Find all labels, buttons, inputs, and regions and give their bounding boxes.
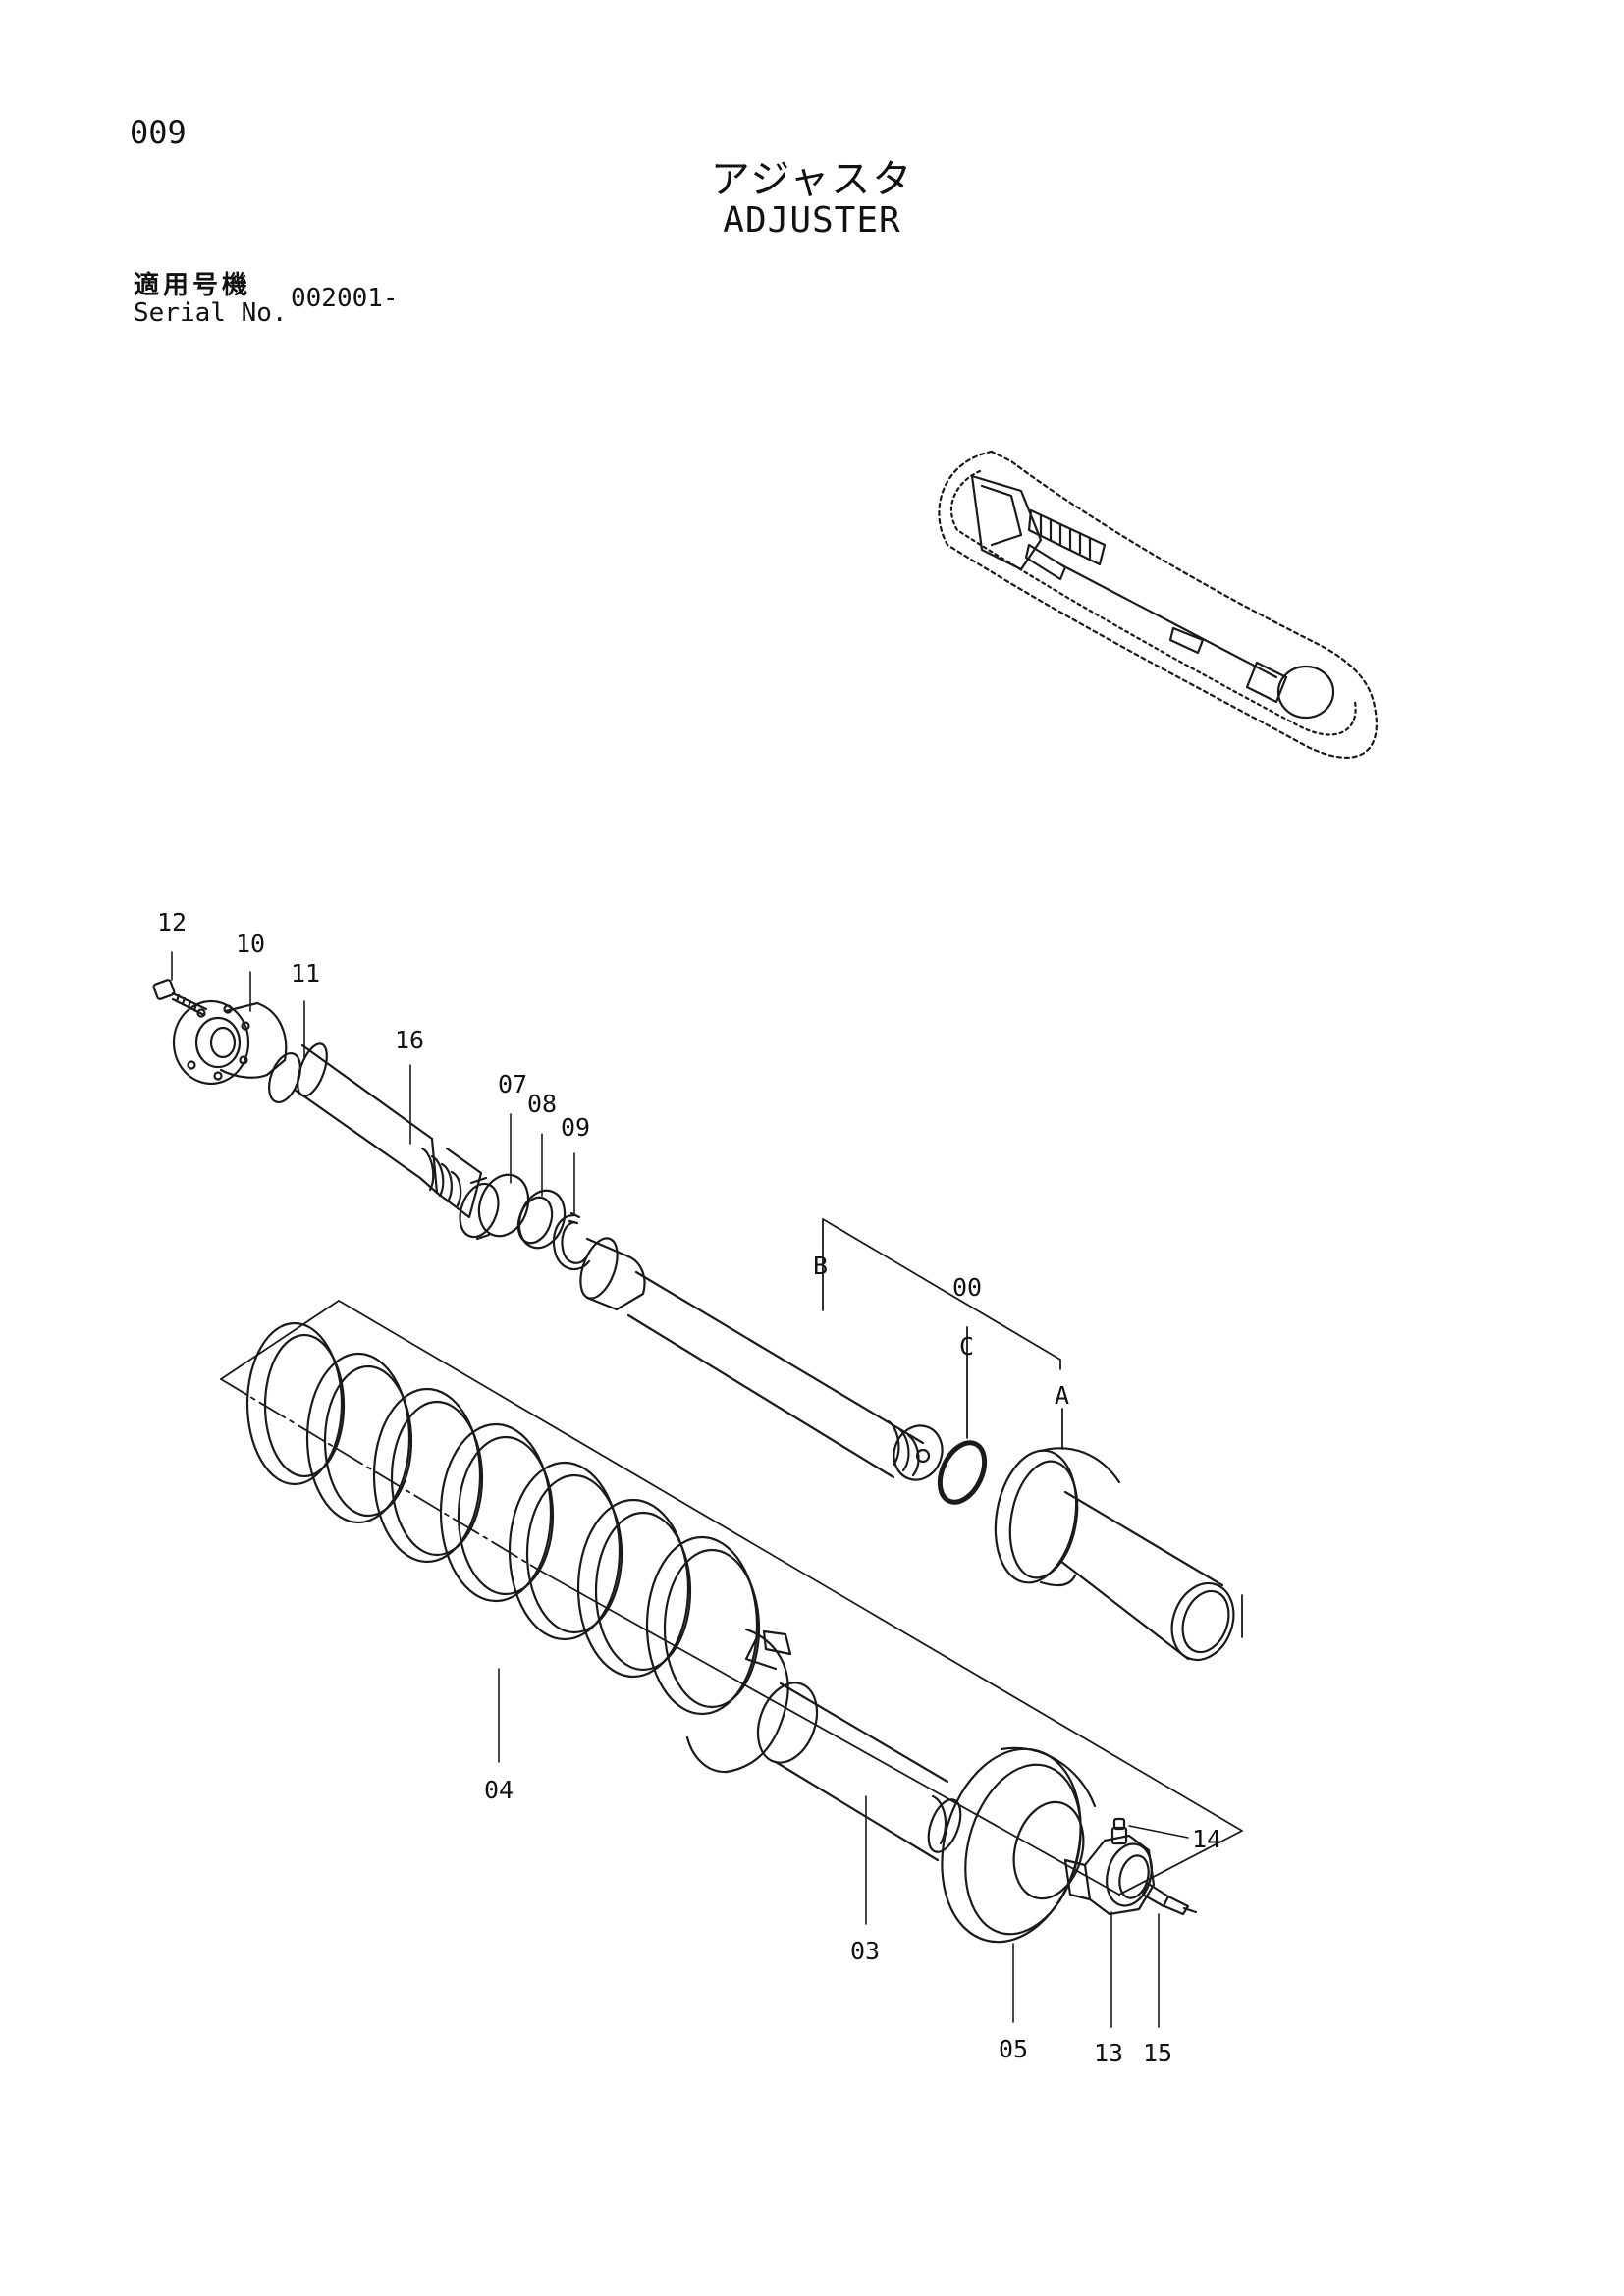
callout-12: 12 (157, 908, 187, 936)
serial-label-english: Serial No. (134, 298, 288, 328)
cover-plate-10 (172, 999, 288, 1086)
ring-08 (516, 1189, 567, 1250)
serial-number-value: 002001- (291, 284, 399, 313)
callout-03: 03 (850, 1937, 880, 1965)
cylinder-A (994, 1447, 1235, 1662)
bolt-12 (152, 979, 208, 1017)
ring-07 (459, 1173, 530, 1241)
callout-08: 08 (527, 1090, 557, 1118)
callout-B: B (813, 1252, 828, 1280)
callout-C: C (959, 1332, 974, 1361)
callout-14: 14 (1192, 1825, 1221, 1853)
callout-09: 09 (561, 1113, 590, 1142)
assembly-guide-lines (220, 1218, 1243, 1896)
track-frame-inset (938, 450, 1378, 759)
page-number: 009 (130, 114, 187, 151)
callout-10: 10 (236, 930, 265, 958)
valve-15 (1141, 1881, 1198, 1916)
title-japanese: アジャスタ (710, 157, 914, 202)
callout-labels: 12 10 11 16 07 08 09 B 00 C A 04 03 14 0… (157, 908, 1221, 2067)
leader-lines (171, 951, 1189, 2028)
piston-rod-B (579, 1237, 944, 1481)
spring-04 (245, 1321, 792, 1774)
seal-C (937, 1440, 988, 1505)
callout-13: 13 (1094, 2039, 1123, 2067)
rod-03 (756, 1682, 962, 1862)
callout-04: 04 (484, 1776, 514, 1804)
callout-15: 15 (1143, 2039, 1172, 2067)
callout-A: A (1055, 1381, 1069, 1410)
title-english: ADJUSTER (723, 200, 901, 240)
callout-05: 05 (999, 2035, 1028, 2063)
serial-label-japanese: 適用号機 (134, 271, 252, 300)
snap-ring-09 (552, 1211, 591, 1271)
rod-16 (293, 1042, 483, 1219)
callout-07: 07 (498, 1070, 527, 1098)
callout-16: 16 (395, 1026, 424, 1054)
callout-00: 00 (952, 1273, 982, 1302)
grease-fitting-14 (1110, 1817, 1128, 1845)
callout-11: 11 (291, 959, 320, 988)
